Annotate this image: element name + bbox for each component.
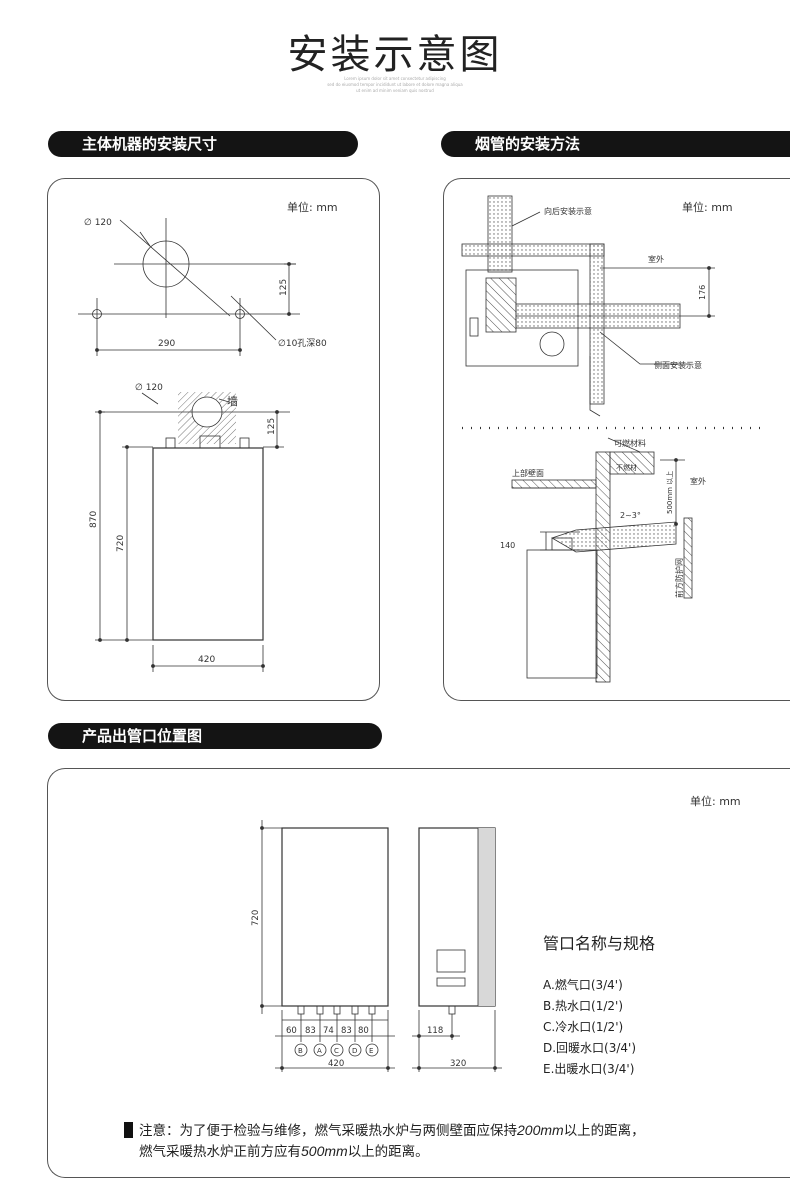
page-subtitle: Lorem ipsum dolor sit amet consectetur a… — [327, 76, 463, 93]
boiler-body-side — [526, 549, 598, 679]
spec-item: B.热水口(1/2') — [543, 999, 624, 1013]
label-d80: 80 — [358, 1026, 369, 1036]
label-wall: 墙 — [227, 394, 238, 408]
port-b — [294, 1043, 308, 1057]
label-outlet-dim320: 320 — [450, 1059, 466, 1069]
label-dia120-lower: ∅ 120 — [135, 383, 163, 393]
label-dim140: 140 — [500, 541, 515, 550]
label-port-a: A — [317, 1047, 322, 1055]
section-header-flue-installation: 烟管的安装方法 — [441, 131, 790, 157]
guard-net — [683, 517, 693, 599]
label-port-d: D — [352, 1047, 357, 1055]
label-port-c: C — [334, 1047, 339, 1055]
label-outdoor-2: 室外 — [690, 476, 706, 486]
flue-installation-labels: 向后安装示意 室外 176 侧面安装示意 可燃材料 不燃材 上部壁面 室外 50… — [500, 206, 707, 598]
label-noncombustible: 不燃材 — [616, 463, 637, 472]
label-rear-install: 向后安装示意 — [544, 206, 592, 216]
label-upper-wall: 上部壁面 — [512, 468, 544, 478]
section-header-pipe-outlets: 产品出管口位置图 — [48, 723, 382, 749]
pipe-outlets-drawing — [260, 820, 502, 1072]
label-side-install: 侧面安装示意 — [654, 360, 702, 370]
label-dim125-top: 125 — [279, 279, 289, 296]
spec-title: 管口名称与规格 — [543, 934, 656, 953]
spec-item: C.冷水口(1/2') — [543, 1020, 624, 1034]
port-d — [348, 1043, 362, 1057]
unit-label-1: 单位: mm — [287, 201, 338, 214]
boiler-body-front — [152, 447, 264, 641]
label-outlet-dim720: 720 — [251, 910, 261, 926]
port-e — [365, 1043, 379, 1057]
spec-item: E.出暖水口(3/4') — [543, 1062, 635, 1076]
label-dim720: 720 — [116, 535, 126, 552]
label-dia120-top: ∅ 120 — [84, 218, 112, 228]
label-dim870: 870 — [89, 511, 99, 528]
port-a — [313, 1043, 327, 1057]
flue-installation-drawing — [461, 195, 760, 683]
label-slope: 2~3° — [620, 511, 641, 520]
unit-label-2: 单位: mm — [682, 201, 733, 214]
label-dim290: 290 — [158, 339, 175, 349]
label-d83b: 83 — [341, 1026, 352, 1036]
note-marker — [124, 1122, 133, 1138]
unit-label-3: 单位: mm — [690, 795, 741, 808]
page-title: 安装示意图 — [287, 32, 503, 78]
label-combustible: 可燃材料 — [614, 438, 646, 448]
installation-note: 注意：为了便于检验与维修，燃气采暖热水炉与两侧壁面应保持200mm以上的距离， … — [124, 1120, 764, 1162]
label-outlet-dim420: 420 — [328, 1059, 344, 1069]
slanted-flue-pipe — [551, 521, 677, 553]
label-port-b: B — [298, 1047, 303, 1055]
main-dimensions-labels: ∅ 120 125 290 ∅10孔深80 ∅ 120 墙 125 870 72… — [84, 218, 327, 665]
label-dim420: 420 — [198, 655, 215, 665]
main-dimensions-drawing — [78, 218, 300, 672]
label-d74: 74 — [323, 1026, 334, 1036]
side-wall — [595, 451, 611, 683]
vertical-flue-pipe — [487, 195, 513, 273]
label-d83a: 83 — [305, 1026, 316, 1036]
flue-elbow — [485, 277, 517, 333]
label-d118: 118 — [427, 1026, 443, 1036]
label-dim500: 500mm 以上 — [665, 471, 674, 514]
label-guard-net: 前方防护网 — [674, 558, 684, 598]
label-dim176: 176 — [698, 285, 707, 300]
label-outdoor-1: 室外 — [648, 254, 664, 264]
pipe-outlets-labels: 720 60 83 74 83 80 420 118 320 B A C D E — [251, 910, 466, 1069]
spec-item: A.燃气口(3/4') — [543, 978, 623, 992]
label-hole: ∅10孔深80 — [278, 338, 327, 349]
label-dim125-lower: 125 — [267, 418, 277, 435]
port-c — [330, 1043, 344, 1057]
section-header-main-dimensions: 主体机器的安装尺寸 — [48, 131, 358, 157]
label-port-e: E — [369, 1047, 373, 1055]
unit-front-view — [281, 827, 389, 1007]
spec-item: D.回暖水口(3/4') — [543, 1041, 637, 1055]
spec-list: A.燃气口(3/4') B.热水口(1/2') C.冷水口(1/2') D.回暖… — [543, 975, 636, 1080]
label-d60: 60 — [286, 1026, 297, 1036]
